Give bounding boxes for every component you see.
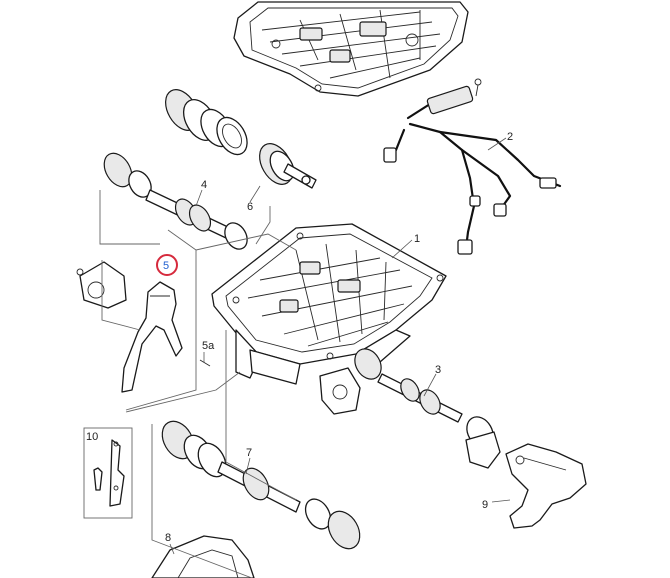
leader-lines	[83, 137, 511, 578]
callout-9: 9	[482, 499, 488, 511]
callout-1: 1	[414, 233, 420, 245]
bottom-cover-part	[151, 535, 255, 578]
hardware-kit-part	[93, 439, 125, 507]
wiring-harness-part	[383, 78, 562, 255]
shift-fork-part	[76, 261, 211, 393]
highlighted-callout-5[interactable]: 5	[156, 254, 178, 276]
shaft-assembly-part	[103, 152, 248, 250]
output-shaft-part	[319, 348, 501, 469]
lower-shaft-part	[161, 420, 361, 550]
callout-5: 5	[163, 260, 169, 272]
callout-4: 4	[201, 179, 207, 191]
control-unit-top	[233, 1, 469, 97]
transmission-housing-part	[211, 223, 447, 385]
fork-lower-part	[505, 443, 587, 529]
gear-bearing-set-part	[165, 89, 317, 189]
callout-3: 3	[435, 364, 441, 376]
callout-5a: 5a	[202, 340, 215, 352]
callout-10: 10	[86, 431, 98, 443]
highlight-ring	[156, 254, 178, 276]
callout-2: 2	[507, 131, 513, 143]
callout-6: 6	[247, 201, 253, 213]
callout-8: 8	[165, 532, 171, 544]
callout-7: 7	[246, 447, 252, 459]
